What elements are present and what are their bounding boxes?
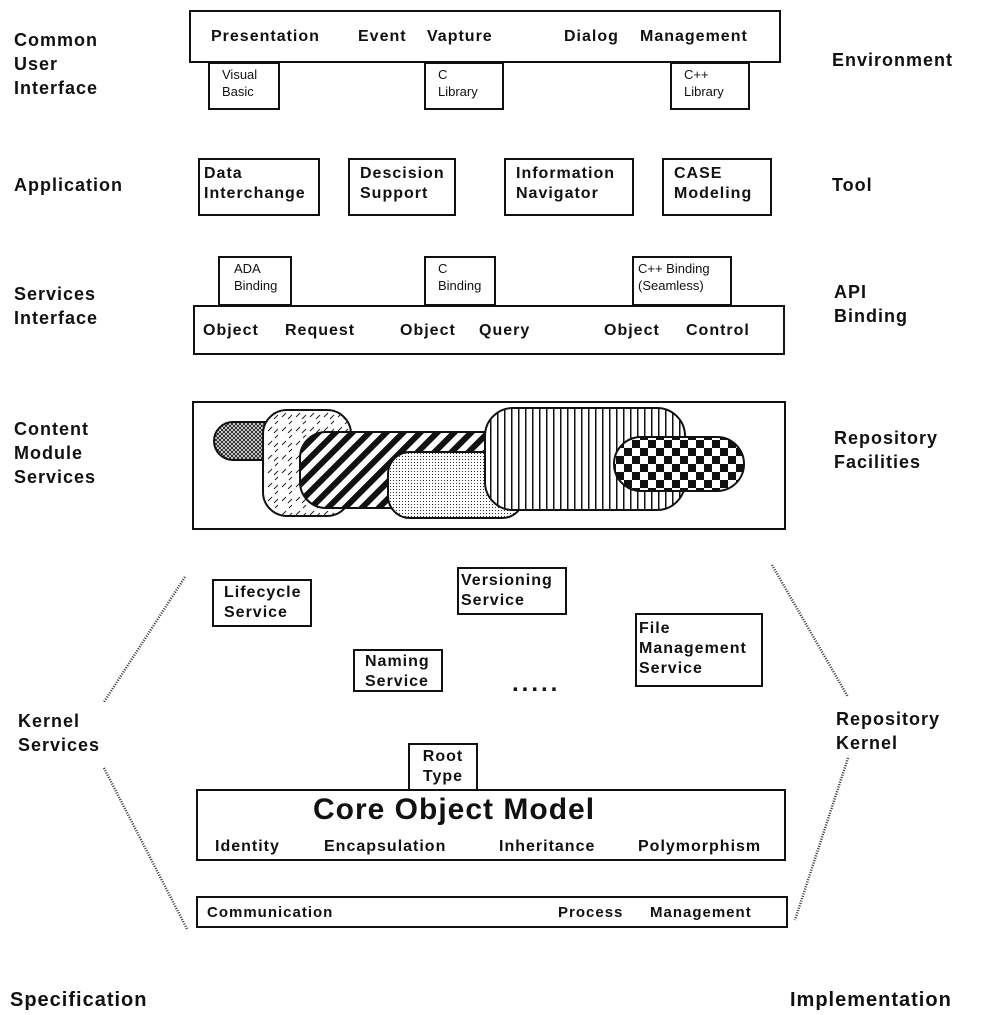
cui-event: Event (358, 28, 407, 46)
label-services-interface: Services Interface (14, 282, 98, 330)
visual-basic-box: Visual Basic (208, 62, 280, 110)
cui-management: Management (640, 28, 748, 46)
core-object-model-title: Core Object Model (313, 793, 595, 827)
core-inheritance: Inheritance (499, 838, 595, 856)
label-kernel-services: Kernel Services (18, 709, 100, 757)
process-management-label: Management (650, 904, 752, 921)
label-tool: Tool (832, 173, 873, 197)
lifecycle-service-box: Lifecycle Service (212, 579, 312, 627)
data-interchange-box: Data Interchange (198, 158, 320, 216)
process-label: Process (558, 904, 623, 921)
label-content-module-services: Content Module Services (14, 417, 96, 489)
module-shape-checker (614, 437, 744, 491)
decision-support-box: Descision Support (348, 158, 456, 216)
root-type-box: Root Type (408, 743, 478, 791)
file-management-service-box: File Management Service (635, 613, 763, 687)
services-object-3: Object (604, 322, 660, 340)
label-common-user-interface: Common User Interface (14, 28, 98, 100)
case-modeling-box: CASE Modeling (662, 158, 772, 216)
communication-label: Communication (207, 904, 333, 921)
information-navigator-box: Information Navigator (504, 158, 634, 216)
services-object-1: Object (203, 322, 259, 340)
ada-binding-box: ADA Binding (218, 256, 292, 306)
cui-presentation: Presentation (211, 28, 320, 46)
services-query: Query (479, 322, 530, 340)
versioning-service-box: Versioning Service (457, 567, 567, 615)
label-repository-kernel: Repository Kernel (836, 707, 940, 755)
services-control: Control (686, 322, 750, 340)
cui-vapture: Vapture (427, 28, 493, 46)
core-encapsulation: Encapsulation (324, 838, 446, 856)
c-binding-box: C Binding (424, 256, 496, 306)
label-api-binding: API Binding (834, 280, 908, 328)
cpp-binding-box: C++ Binding (Seamless) (632, 256, 732, 306)
label-repository-facilities: Repository Facilities (834, 426, 938, 474)
services-object-2: Object (400, 322, 456, 340)
label-implementation: Implementation (790, 988, 952, 1012)
label-specification: Specification (10, 988, 147, 1012)
services-request: Request (285, 322, 355, 340)
label-environment: Environment (832, 48, 953, 72)
label-application: Application (14, 173, 123, 197)
c-library-box: C Library (424, 62, 504, 110)
core-identity: Identity (215, 838, 280, 856)
cui-dialog: Dialog (564, 28, 619, 46)
more-services-ellipsis: ..... (512, 670, 560, 698)
cpp-library-box: C++ Library (670, 62, 750, 110)
core-polymorphism: Polymorphism (638, 838, 761, 856)
naming-service-box: Naming Service (353, 649, 443, 692)
